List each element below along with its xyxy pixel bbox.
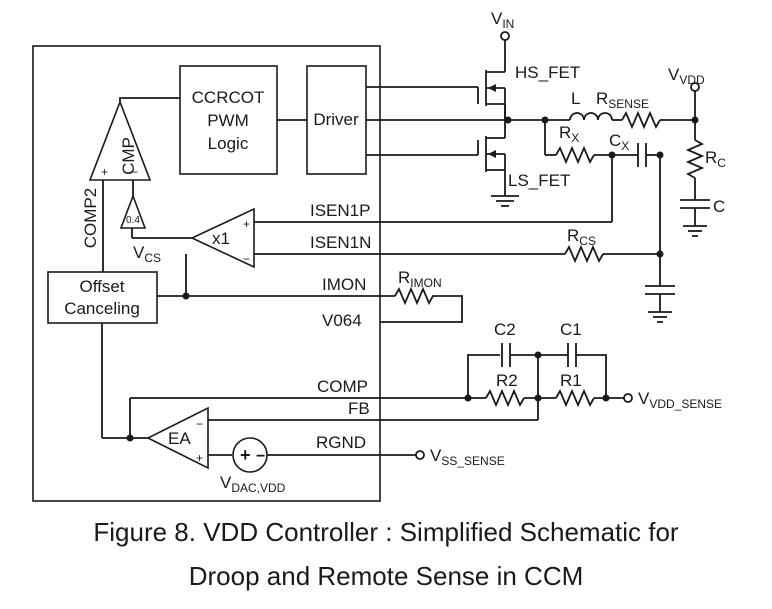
vdac-label: VDAC,VDD: [220, 473, 286, 495]
vdac-plus-label: +: [240, 445, 251, 465]
canceling-label: Canceling: [64, 299, 140, 318]
vin-label: VIN: [491, 9, 514, 31]
rimon-label: RIMON: [398, 268, 442, 290]
logic-label: Logic: [208, 134, 249, 153]
x1-label: x1: [212, 229, 230, 248]
l-label: L: [571, 89, 580, 108]
isen1n-pin-label: ISEN1N: [310, 233, 371, 252]
c2-label: C2: [494, 320, 516, 339]
x1-amplifier: [190, 207, 255, 269]
r1-label: R1: [560, 371, 582, 390]
x1-plus-label: +: [243, 217, 250, 231]
rcs-resistor: [564, 244, 604, 264]
gain-0-4-label: 0.4: [126, 215, 140, 226]
rcs-label: RCS: [567, 226, 596, 248]
comp2-label: COMP2: [81, 188, 100, 248]
cx-label: CX: [609, 131, 629, 153]
vvdd-sense-label: VVDD_SENSE: [638, 389, 722, 411]
cmp-label: CMP: [119, 137, 138, 175]
v064-pin-label: V064: [322, 311, 362, 330]
cmp-minus-label: −: [131, 165, 138, 179]
ccrcot-label: CCRCOT: [192, 88, 265, 107]
x1-minus-label: −: [243, 252, 250, 266]
offset-canceling-block: [47, 271, 158, 324]
ea-amplifier: [146, 406, 209, 470]
ea-label: EA: [168, 429, 191, 448]
driver-label: Driver: [313, 110, 359, 129]
hs-fet-label: HS_FET: [515, 63, 580, 82]
figure-caption-line1: Figure 8. VDD Controller : Simplified Sc…: [93, 517, 679, 547]
rimon-resistor: [380, 286, 463, 323]
ea-minus-label: −: [196, 417, 203, 431]
rx-resistor: [555, 145, 595, 165]
rsense-label: RSENSE: [596, 89, 649, 111]
driver-block: [306, 65, 367, 175]
c-label: C: [713, 197, 725, 216]
c1-label: C1: [560, 320, 582, 339]
vdac-minus-label: −: [256, 448, 265, 465]
cmp-plus-label: +: [101, 165, 108, 179]
vss-sense-terminal: [415, 450, 425, 460]
vvdd-sense-terminal: [623, 393, 633, 403]
hs-fet: [477, 70, 506, 120]
ea-plus-label: +: [196, 451, 203, 465]
rgnd-pin-label: RGND: [316, 433, 366, 452]
rx-label: RX: [559, 123, 579, 145]
rsense-resistor: [621, 110, 661, 130]
vcs-label: VCS: [133, 243, 161, 265]
imon-pin-label: IMON: [322, 275, 366, 294]
inductor-l: [569, 112, 613, 121]
fb-pin-label: FB: [348, 399, 370, 418]
vin-terminal: [500, 31, 510, 41]
vvdd-label: VVDD: [668, 65, 705, 87]
ls-fet-label: LS_FET: [508, 171, 570, 190]
vss-sense-label: VSS_SENSE: [430, 446, 505, 468]
rc-resistor: [685, 139, 705, 179]
vvdd-terminal: [690, 82, 700, 92]
gain-0-4-amplifier: [119, 193, 147, 229]
rc-label: RC: [705, 148, 726, 170]
r2-resistor: [485, 388, 525, 408]
schematic-diagram: CCRCOT PWM Logic Driver VIN HS_FET: [32, 9, 726, 502]
cmp-comparator: [88, 99, 152, 181]
offset-label: Offset: [79, 277, 124, 296]
figure-caption-line2: Droop and Remote Sense in CCM: [188, 561, 584, 591]
pwm-label: PWM: [207, 111, 249, 130]
isen1p-pin-label: ISEN1P: [310, 201, 370, 220]
ccrcot-pwm-logic-block: [179, 65, 278, 175]
comp-pin-label: COMP: [317, 377, 368, 396]
r2-label: R2: [496, 371, 518, 390]
r1-resistor: [555, 388, 595, 408]
ls-fet: [477, 136, 519, 207]
